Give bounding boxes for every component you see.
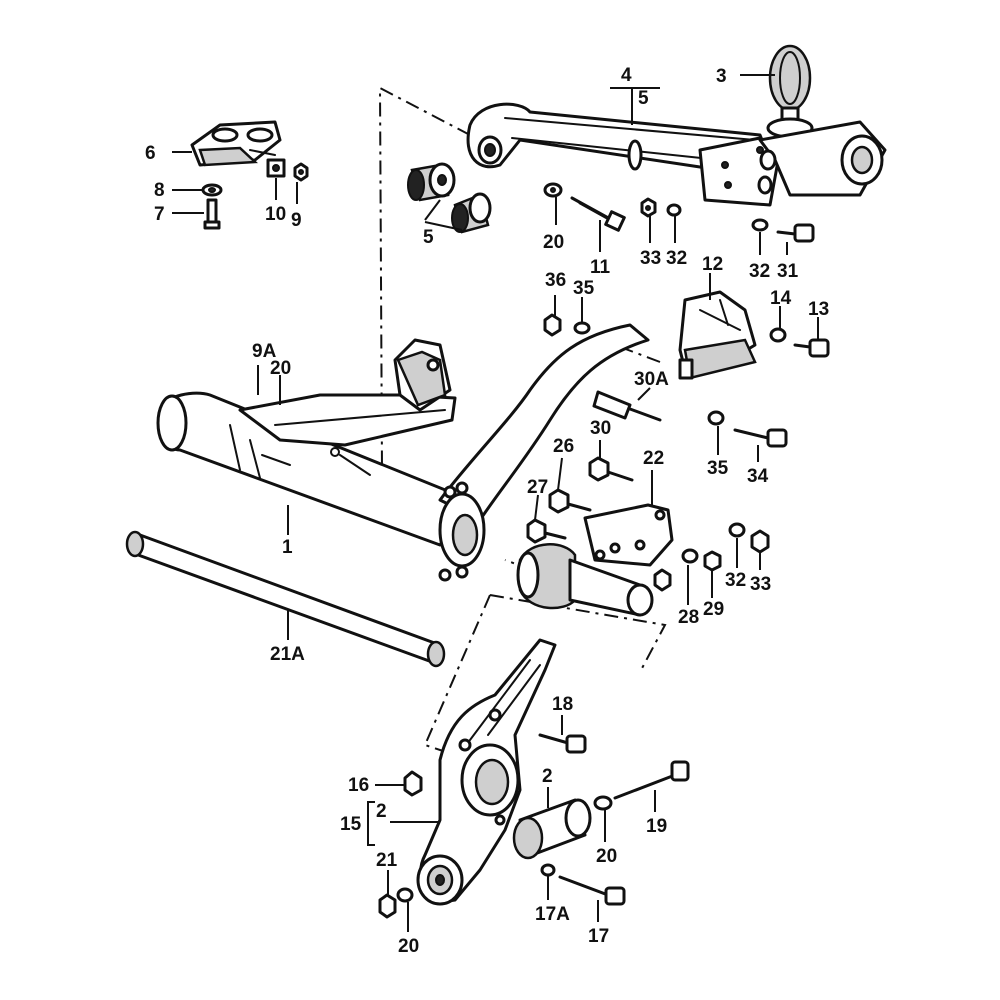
label-34: 34 (747, 466, 769, 487)
label-30a: 30A (634, 369, 669, 390)
label-13: 13 (808, 299, 829, 320)
leader-lines (172, 74, 819, 932)
gear-knob-part-3[interactable] (766, 44, 814, 139)
label-27: 27 (527, 477, 548, 498)
bearing-bracket-part-22[interactable] (516, 503, 674, 617)
hardware-parts-7-10[interactable] (201, 158, 309, 230)
hub-carrier-part-15[interactable] (416, 638, 557, 906)
label-15: 15 (340, 814, 362, 835)
label-5b: 5 (423, 227, 434, 248)
label-22: 22 (643, 448, 664, 469)
label-21a: 21A (270, 644, 305, 665)
bushing-part-2[interactable] (512, 798, 592, 860)
hardware-35-36[interactable] (543, 313, 591, 337)
label-36: 36 (545, 270, 566, 291)
label-30: 30 (590, 418, 611, 439)
label-3: 3 (716, 66, 727, 87)
label-4: 4 (621, 65, 632, 86)
label-9: 9 (291, 210, 302, 231)
label-35b: 35 (707, 458, 729, 479)
hardware-28-29-32-33[interactable] (653, 522, 770, 592)
label-32a: 32 (666, 248, 687, 269)
hub-hardware-16-21[interactable] (378, 733, 690, 919)
label-32b: 32 (749, 261, 770, 282)
label-19: 19 (646, 816, 667, 837)
label-17a: 17A (535, 904, 570, 925)
trailing-arm-crossmember-part-1[interactable] (156, 323, 650, 582)
label-7: 7 (154, 204, 165, 225)
label-8: 8 (154, 180, 165, 201)
label-14: 14 (770, 288, 792, 309)
label-18: 18 (552, 694, 573, 715)
label-31: 31 (777, 261, 799, 282)
label-29: 29 (703, 599, 724, 620)
bushings-part-5[interactable] (407, 162, 492, 234)
label-35a: 35 (573, 278, 595, 299)
label-5a: 5 (638, 88, 649, 109)
label-6: 6 (145, 143, 156, 164)
label-33a: 33 (640, 248, 661, 269)
label-20d: 20 (398, 936, 419, 957)
label-28: 28 (678, 607, 699, 628)
transmission-mount-part-6[interactable] (190, 120, 282, 167)
label-33b: 33 (750, 574, 771, 595)
label-21: 21 (376, 850, 398, 871)
label-20b: 20 (270, 358, 291, 379)
label-9a-text: 9A (252, 341, 277, 362)
label-26: 26 (553, 436, 574, 457)
label-17: 17 (588, 926, 609, 947)
bolts-26-27-30-30a[interactable] (526, 390, 788, 544)
label-20c: 20 (596, 846, 617, 867)
label-10: 10 (265, 204, 286, 225)
label-11: 11 (590, 257, 611, 278)
label-16: 16 (348, 775, 369, 796)
mount-bracket-part-12[interactable] (678, 290, 830, 380)
upper-arm-bolts-11-20-31-32-33[interactable] (543, 182, 815, 243)
label-32c: 32 (725, 570, 746, 591)
part-labels: 3 4 5 6 8 7 10 9 5 20 11 33 32 32 31 12 … (145, 65, 829, 957)
label-20a: 20 (543, 232, 564, 253)
label-1: 1 (282, 537, 293, 558)
torsion-bar-part-21a[interactable] (125, 530, 446, 668)
label-2b: 2 (376, 801, 387, 822)
label-2a: 2 (542, 766, 553, 787)
upper-control-arm-part-4[interactable] (466, 102, 887, 207)
label-12: 12 (702, 254, 723, 275)
label-9a: 9A (252, 341, 277, 362)
